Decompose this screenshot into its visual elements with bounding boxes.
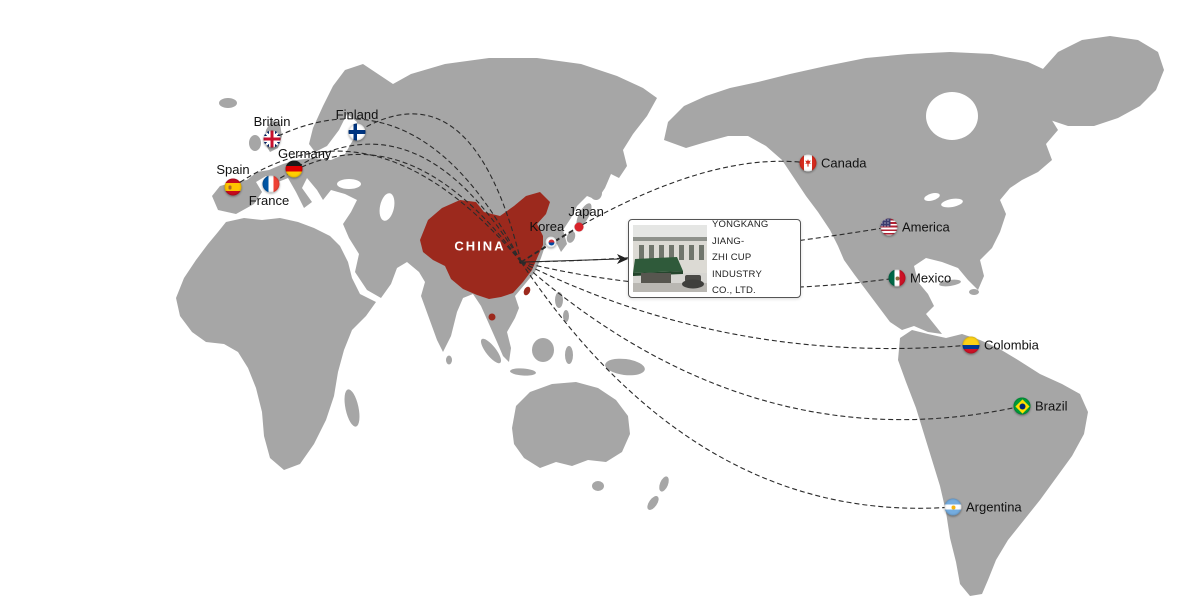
company-name: YONGKANG JIANG- ZHI CUP INDUSTRY CO., LT… (712, 217, 796, 300)
hainan-island (488, 313, 496, 321)
route-argentina (520, 261, 954, 509)
inland-seas (337, 92, 978, 221)
greenland (1036, 36, 1164, 126)
continent-australia (512, 382, 630, 468)
route-canada (520, 160, 809, 263)
continent-south-america (898, 330, 1088, 596)
taiwan-island (523, 286, 531, 296)
route-finland (356, 113, 522, 263)
factory-photo-illustration (633, 225, 707, 292)
route-japan (520, 226, 580, 263)
company-card: YONGKANG JIANG- ZHI CUP INDUSTRY CO., LT… (628, 219, 801, 298)
company-name-line-3: CO., LTD. (712, 285, 756, 297)
company-connector-arrowhead (617, 254, 628, 264)
china-label: CHINA (454, 238, 506, 254)
factory-photo (633, 225, 707, 292)
company-name-line-2: ZHI CUP INDUSTRY (712, 252, 762, 280)
route-france (270, 154, 522, 263)
route-germany (293, 143, 522, 263)
china-region (420, 192, 550, 321)
route-brazil (520, 261, 1023, 421)
route-britain (271, 118, 522, 263)
continent-eurasia (212, 58, 657, 362)
china-shape (420, 192, 550, 299)
islands (219, 98, 979, 510)
continents (176, 36, 1164, 596)
company-name-line-1: YONGKANG JIANG- (712, 218, 769, 247)
route-mexico (520, 261, 898, 289)
continent-africa (176, 218, 376, 470)
route-spain (232, 150, 522, 263)
